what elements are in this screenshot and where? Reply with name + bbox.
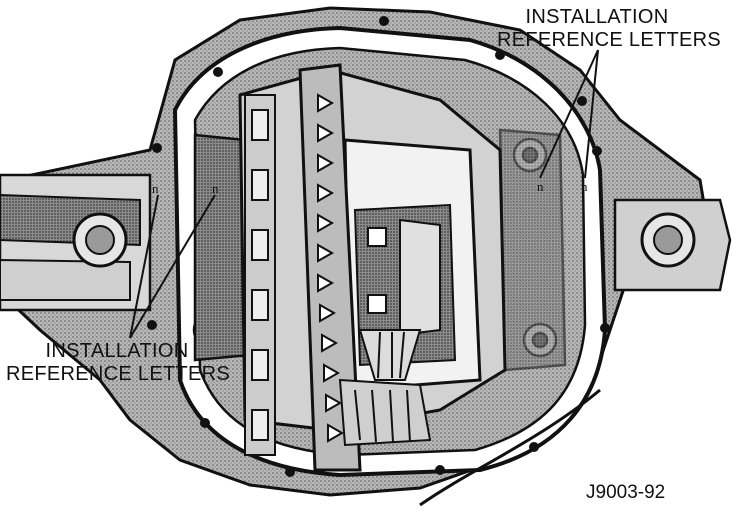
pinion-gears: [358, 218, 441, 381]
ring-gear: [298, 63, 362, 472]
installation-reference-label-bottom: INSTALLATION REFERENCE LETTERS: [6, 340, 231, 386]
side-gear-left: [244, 94, 276, 456]
reference-mark-2: n: [581, 179, 588, 194]
leader-lines-top-right: [539, 49, 599, 179]
flange-bolts: [147, 16, 610, 477]
reference-mark-4: n: [212, 181, 219, 196]
reference-mark-3: n: [152, 181, 159, 196]
figure-code: J9003-92: [586, 482, 666, 503]
right-mounting-ear: [613, 198, 732, 292]
label-line-2: REFERENCE LETTERS: [497, 29, 722, 51]
drive-pinion: [338, 378, 432, 447]
label-line-1: INSTALLATION: [45, 340, 189, 362]
cover-edge-line: [419, 388, 601, 507]
label-line-1: INSTALLATION: [525, 6, 669, 28]
leader-lines-bottom-left: [129, 194, 216, 339]
left-axle-tube: [0, 173, 152, 312]
installation-reference-label-top: INSTALLATION REFERENCE LETTERS: [497, 6, 722, 52]
label-line-2: REFERENCE LETTERS: [6, 363, 231, 385]
differential-carrier: [238, 68, 507, 432]
reference-mark-1: n: [537, 179, 544, 194]
